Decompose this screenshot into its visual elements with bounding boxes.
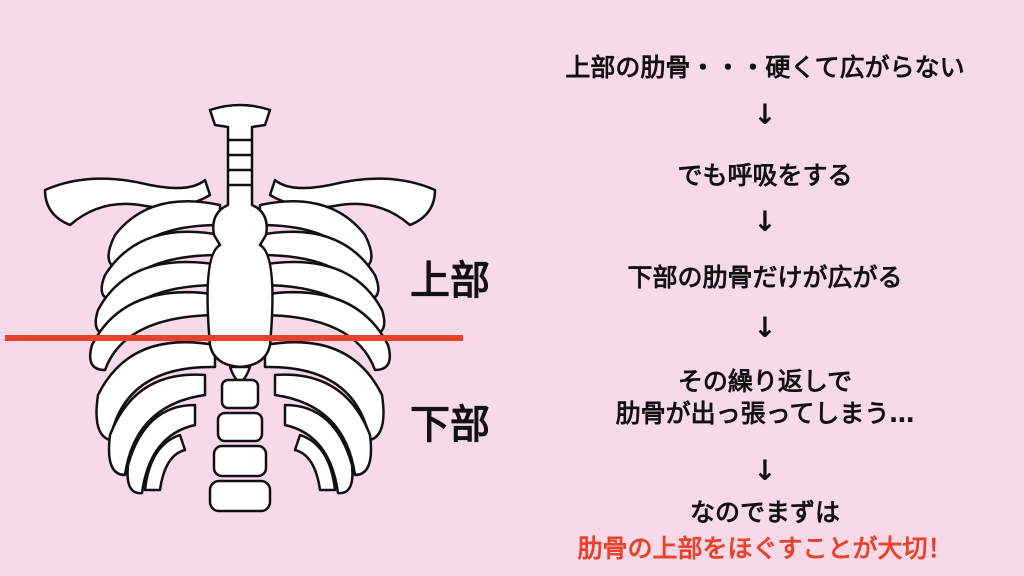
- lower-region-label: 下部: [410, 402, 490, 448]
- upper-region-label: 上部: [410, 258, 490, 304]
- divider-line: [5, 335, 463, 341]
- down-arrow-icon: ↓: [753, 454, 777, 487]
- step-repetition-line2: 肋骨が出っ張ってしまう…: [615, 399, 915, 428]
- explanation-flow: 上部の肋骨・・・硬くて広がらない ↓ でも呼吸をする ↓ 下部の肋骨だけが広がる…: [520, 0, 1010, 576]
- step-conclusion-emphasis: 肋骨の上部をほぐすことが大切！: [577, 534, 953, 563]
- step-breathing: でも呼吸をする: [677, 161, 853, 190]
- ribcage-illustration: [43, 103, 437, 513]
- step-repetition: その繰り返しで 肋骨が出っ張ってしまう…: [520, 366, 1010, 430]
- step-repetition-line1: その繰り返しで: [677, 367, 853, 396]
- down-arrow-icon: ↓: [753, 98, 777, 131]
- step-lower-ribs: 下部の肋骨だけが広がる: [627, 263, 903, 292]
- step-upper-ribs: 上部の肋骨・・・硬くて広がらない: [565, 53, 965, 82]
- down-arrow-icon: ↓: [753, 311, 777, 344]
- down-arrow-icon: ↓: [753, 205, 777, 238]
- step-conclusion-intro: なのでまずは: [689, 498, 840, 527]
